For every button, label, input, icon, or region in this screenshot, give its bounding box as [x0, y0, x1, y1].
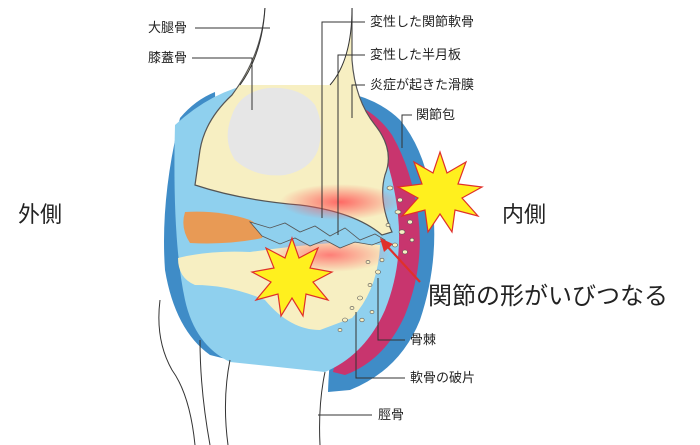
label-medial: 内側 [502, 203, 546, 228]
meniscus-shape [183, 211, 263, 244]
label-tibia: 脛骨 [378, 408, 404, 423]
label-osteophyte: 骨棘 [410, 333, 436, 348]
label-cartilage-fragments: 軟骨の破片 [410, 370, 475, 386]
label-degenerated-cartilage: 変性した関節軟骨 [370, 14, 474, 30]
cartilage-fragments-group [337, 185, 415, 332]
label-femur: 大腿骨 [148, 21, 187, 36]
patella-shape [227, 87, 321, 176]
label-degenerated-meniscus: 変性した半月板 [370, 47, 461, 63]
pain-glow-upper [280, 184, 400, 220]
label-lateral: 外側 [18, 203, 62, 228]
degenerated-cartilage-crack [248, 221, 386, 249]
femur-shaft [240, 8, 352, 85]
tibia-shaft [158, 299, 196, 445]
pain-burst-lateral [250, 236, 334, 318]
deformation-arrow [380, 238, 421, 283]
label-patella: 膝蓋骨 [148, 51, 187, 66]
label-inflamed-synovium: 炎症が起きた滑膜 [370, 78, 474, 93]
label-deformation: 関節の形がいびつなる [428, 282, 668, 310]
pain-burst-medial [396, 150, 484, 234]
label-joint-capsule: 関節包 [416, 108, 455, 123]
